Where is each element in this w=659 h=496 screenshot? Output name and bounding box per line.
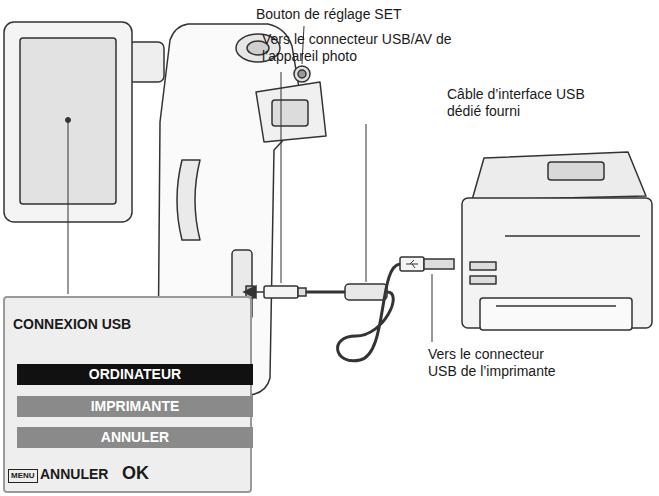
menu-option: IMPRIMANTE: [17, 396, 253, 417]
option-label: ORDINATEUR: [17, 364, 253, 383]
usb-cable: [244, 257, 454, 361]
leader-lines: [66, 26, 433, 342]
menu-option: ORDINATEUR: [17, 364, 253, 385]
footer-label: MENU: [8, 469, 38, 483]
callout-label: Vers le connecteur USB/AV de l’appareil …: [262, 31, 484, 65]
menu-option: ANNULER: [17, 427, 253, 448]
footer-label: OK: [122, 463, 149, 483]
panel-heading: CONNEXION USB: [5, 298, 250, 333]
callout-label: Câble d’interface USB dédié fourni: [447, 86, 617, 120]
option-label: IMPRIMANTE: [17, 396, 253, 415]
printer: [462, 152, 652, 330]
callout-label: Bouton de réglage SET: [256, 6, 456, 23]
option-label: ANNULER: [17, 427, 253, 446]
footer-label: ANNULER: [40, 466, 108, 483]
callout-label: Vers le connecteur USB de l’imprimante: [428, 346, 556, 380]
